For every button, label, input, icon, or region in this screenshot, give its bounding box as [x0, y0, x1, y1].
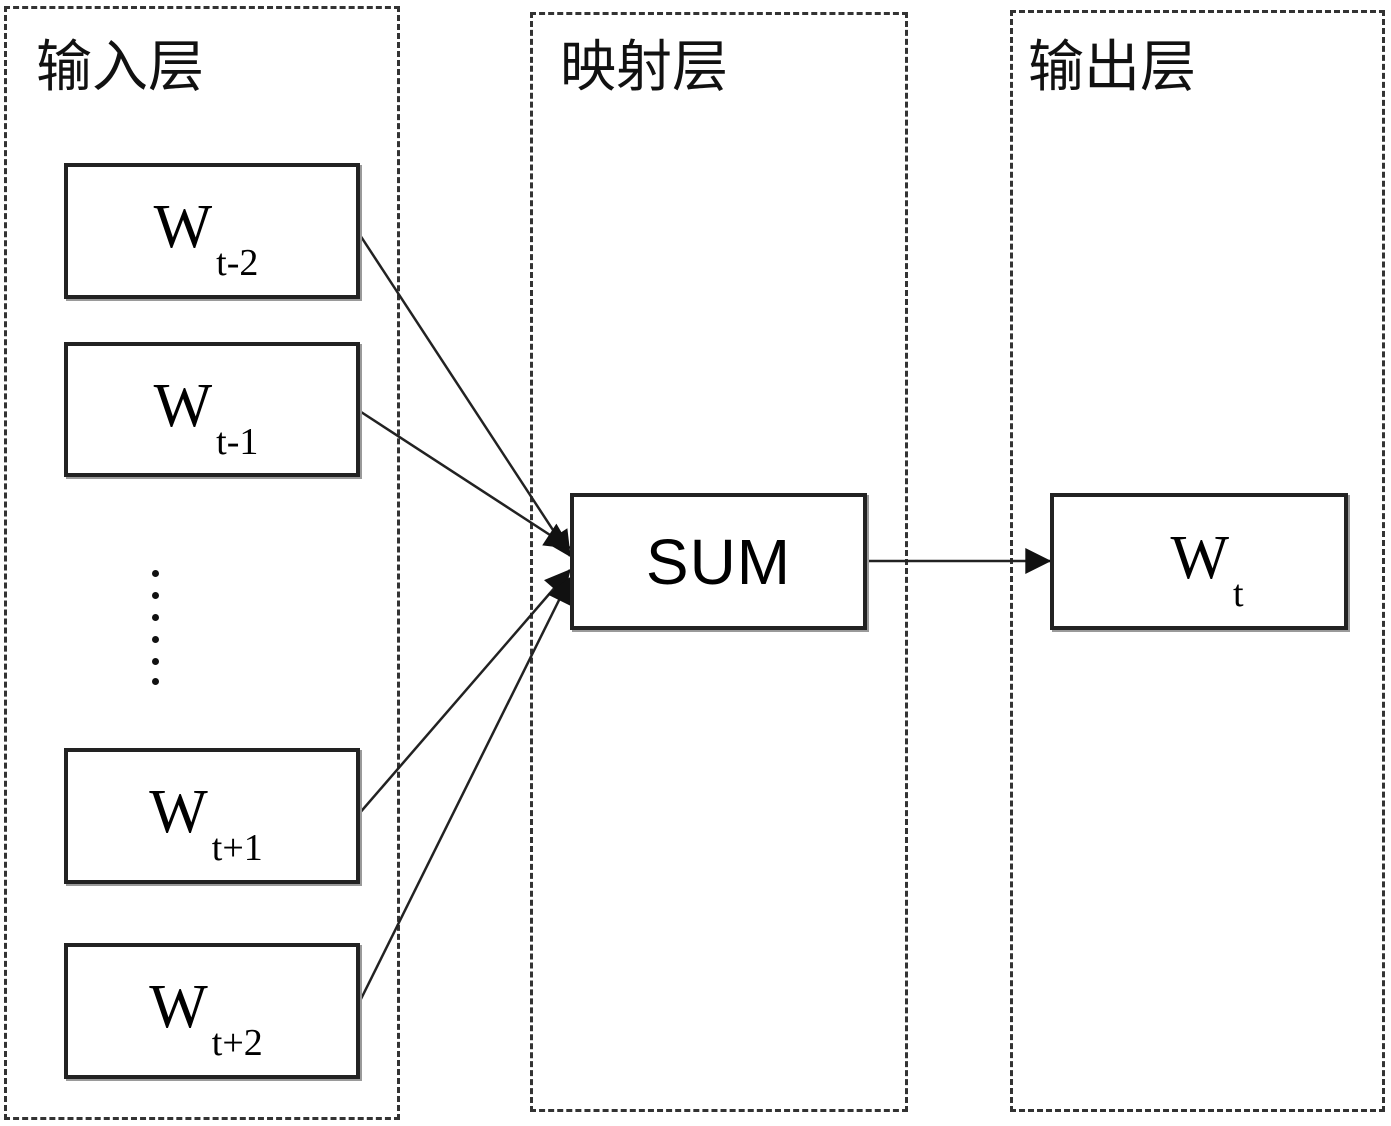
ellipsis-dot — [152, 592, 159, 599]
input-layer-title: 输入层 — [36, 35, 204, 100]
sum-node-label: SUM — [645, 525, 792, 598]
input-node-wt+2: Wt+2 — [64, 943, 360, 1079]
arrow-wt+1-to-sum — [357, 569, 571, 816]
input-node-wt-2-label: Wt-2 — [153, 193, 259, 282]
input-node-wt-1-label: Wt-1 — [153, 371, 259, 461]
projection-layer-title: 映射层 — [560, 35, 728, 100]
input-node-wt+1: Wt+1 — [64, 748, 360, 884]
input-node-wt+1-sub: t+1 — [211, 827, 263, 869]
ellipsis-dot — [152, 614, 159, 621]
output-layer-title: 输出层 — [1028, 35, 1196, 100]
arrow-wt+2-to-sum — [356, 576, 572, 1006]
input-layer — [4, 6, 400, 1120]
ellipsis-dot — [152, 636, 159, 643]
input-node-wt-2-base: W — [153, 193, 213, 261]
output-node-wt-label: Wt — [1170, 523, 1243, 613]
input-node-wt-1: Wt-1 — [64, 342, 360, 477]
input-node-wt+1-base: W — [149, 778, 208, 846]
input-node-wt-2-sub: t-2 — [216, 242, 259, 284]
output-node-wt-base: W — [1170, 523, 1229, 592]
ellipsis-dot — [152, 570, 159, 577]
sum-node: SUM — [570, 493, 867, 630]
ellipsis-dot — [152, 658, 159, 665]
input-node-wt+2-label: Wt+2 — [149, 973, 263, 1062]
input-node-wt-1-base: W — [153, 371, 213, 440]
input-node-wt-2: Wt-2 — [64, 163, 360, 299]
output-node-wt: Wt — [1050, 493, 1348, 630]
ellipsis-dot — [152, 678, 159, 685]
arrow-wt-2-to-sum — [356, 231, 572, 558]
input-node-wt-1-sub: t-1 — [216, 420, 259, 463]
arrow-wt-1-to-sum — [357, 408, 572, 550]
input-node-wt+2-base: W — [149, 973, 208, 1041]
input-node-wt+1-label: Wt+1 — [149, 778, 263, 867]
input-node-wt+2-sub: t+2 — [211, 1022, 263, 1064]
output-node-wt-sub: t — [1232, 572, 1244, 615]
